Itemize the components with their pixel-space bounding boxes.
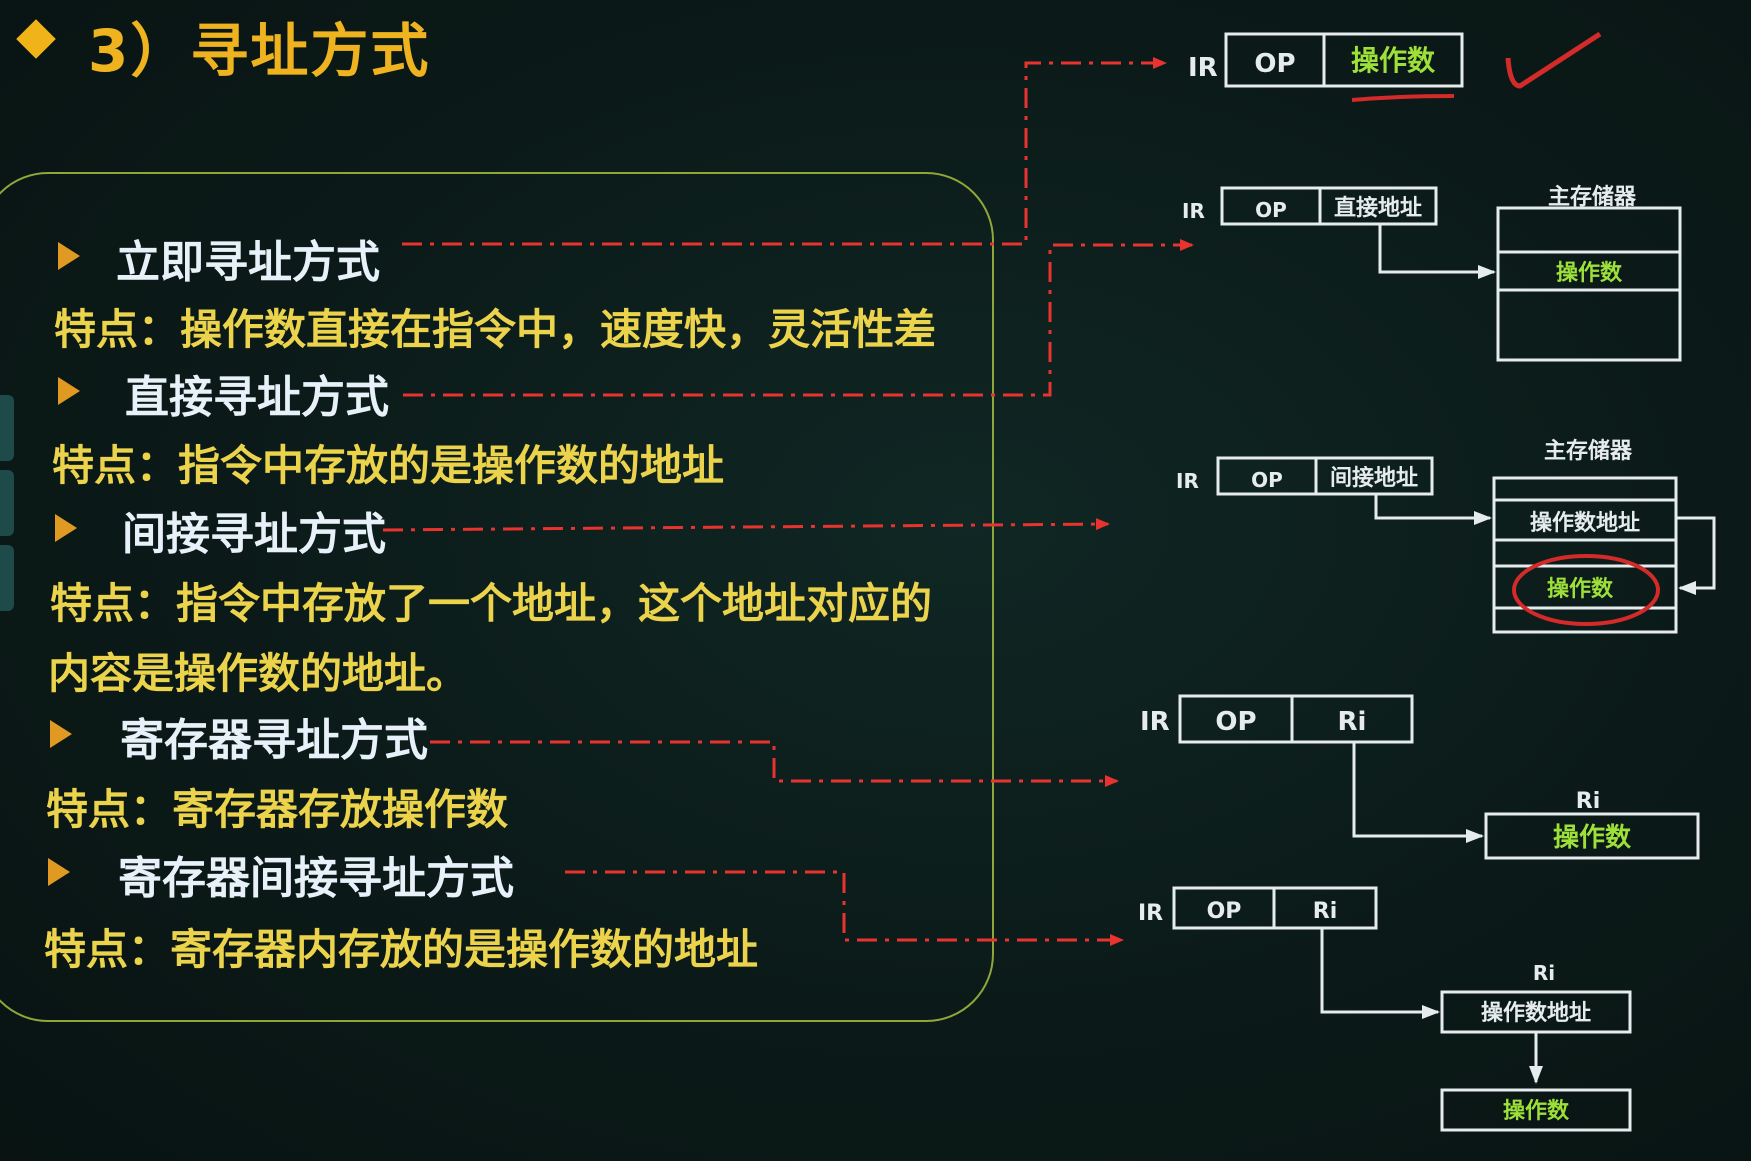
final-operand-cell: 操作数 (1503, 1098, 1570, 1124)
mode-feature-indirect-line1: 特点：指令中存放了一个地址，这个地址对应的 (50, 579, 933, 628)
address-field: 直接地址 (1334, 195, 1422, 221)
mode-feature-register-indirect: 特点：寄存器内存放的是操作数的地址 (44, 925, 759, 974)
ir-label: IR (1140, 707, 1170, 737)
slide-title: 3）寻址方式 (88, 17, 431, 85)
op-field: OP (1254, 49, 1295, 79)
register-field: Ri (1313, 899, 1337, 924)
indirect-address-field: 间接地址 (1330, 466, 1418, 491)
ir-label: IR (1182, 199, 1205, 223)
ir-label: IR (1188, 53, 1218, 83)
diagram-immediate: IR OP 操作数 (1188, 31, 1602, 102)
chevron-right-icon (55, 514, 77, 542)
register-address-cell: 操作数地址 (1481, 1000, 1591, 1026)
mode-feature-direct: 特点：指令中存放的是操作数的地址 (52, 441, 725, 490)
chevron-right-icon (58, 242, 80, 270)
mode-heading-register-indirect: 寄存器间接寻址方式 (118, 853, 514, 904)
circle-annotation (1512, 554, 1660, 626)
check-mark-annotation (1505, 31, 1602, 89)
underline-annotation (1351, 94, 1455, 102)
connector-indirect (382, 518, 1110, 532)
diagram-indirect: IR OP 间接地址 主存储器 操作数地址 操作数 (1176, 438, 1716, 634)
mode-feature-indirect-line2: 内容是操作数的地址。 (48, 649, 469, 698)
side-tab (0, 545, 14, 611)
diagram-register: IR OP Ri Ri 操作数 (1140, 694, 1700, 860)
register-operand-cell: 操作数 (1553, 823, 1632, 853)
connector-register-indirect (565, 870, 1124, 946)
side-tab (0, 395, 14, 461)
chevron-right-icon (50, 720, 72, 748)
memory-address-cell: 操作数地址 (1530, 510, 1640, 536)
op-field: OP (1215, 707, 1256, 737)
connector-immediate (402, 57, 1167, 246)
mode-feature-immediate: 特点：操作数直接在指令中，速度快，灵活性差 (54, 305, 937, 354)
ir-label: IR (1176, 469, 1199, 493)
chevron-right-icon (58, 377, 80, 405)
mode-heading-direct: 直接寻址方式 (125, 372, 389, 423)
register-label: Ri (1533, 961, 1555, 985)
diagram-direct: IR OP 直接地址 主存储器 操作数 (1182, 184, 1682, 362)
memory-title: 主存储器 (1548, 184, 1637, 210)
register-label: Ri (1576, 789, 1600, 814)
mode-heading-register: 寄存器寻址方式 (120, 715, 428, 766)
connector-register (430, 740, 1119, 787)
memory-block (1492, 476, 1678, 634)
diagram-register-indirect: IR OP Ri Ri 操作数地址 操作数 (1138, 886, 1632, 1132)
connector-direct (403, 239, 1194, 397)
register-block (1484, 812, 1700, 860)
modes-panel (0, 172, 994, 1022)
memory-operand-cell: 操作数 (1556, 260, 1623, 286)
op-field: OP (1207, 899, 1242, 924)
memory-block (1496, 206, 1682, 362)
memory-title: 主存储器 (1544, 438, 1633, 464)
memory-operand-cell: 操作数 (1547, 576, 1614, 602)
operand-block (1440, 1088, 1632, 1132)
ir-label: IR (1138, 901, 1163, 926)
mode-heading-indirect: 间接寻址方式 (122, 509, 386, 560)
chevron-right-icon (48, 858, 70, 886)
mode-heading-immediate: 立即寻址方式 (116, 237, 380, 288)
register-field: Ri (1338, 707, 1367, 737)
mode-feature-register: 特点：寄存器存放操作数 (46, 785, 509, 834)
side-tab (0, 470, 14, 536)
operand-field: 操作数 (1351, 44, 1436, 77)
op-field: OP (1251, 468, 1283, 492)
op-field: OP (1255, 198, 1287, 222)
